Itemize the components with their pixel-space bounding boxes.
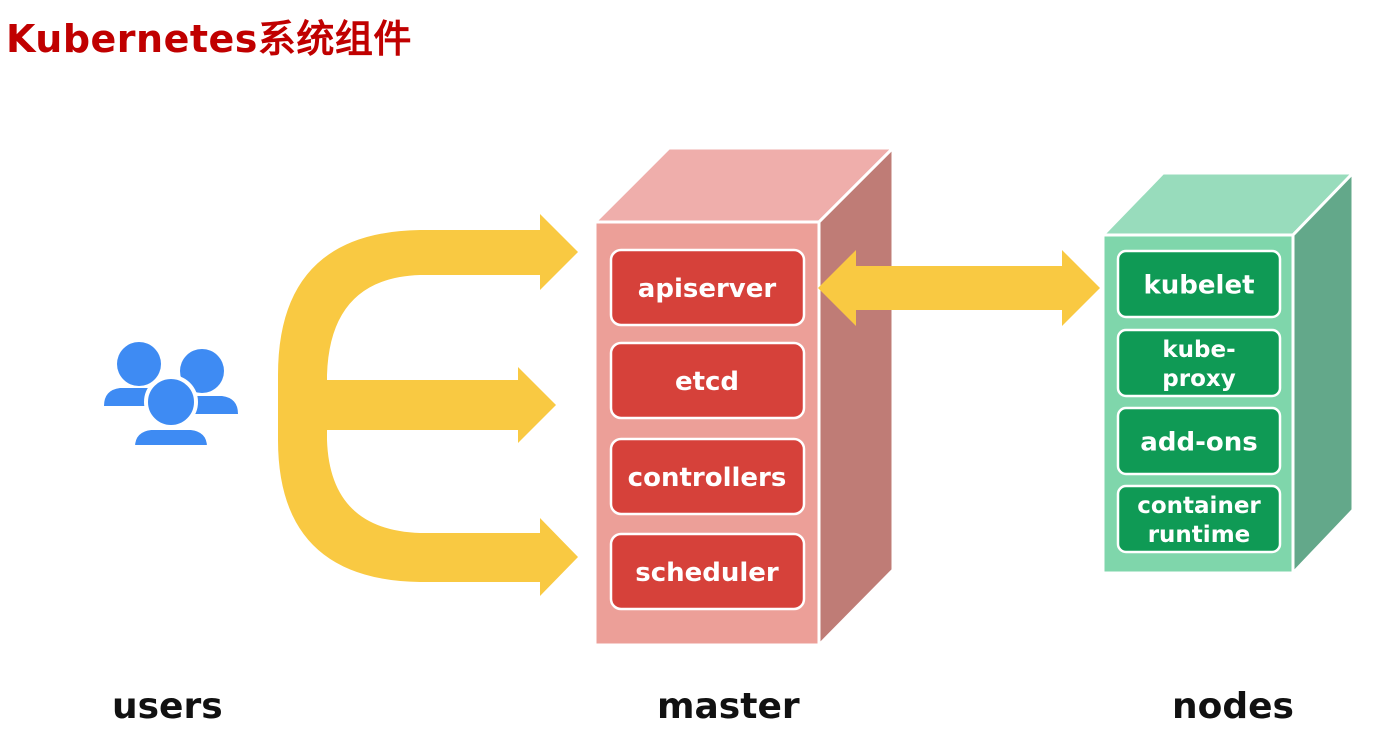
node-component-box [1116,249,1282,319]
arrow-middle [278,367,556,443]
users-to-master-arrows [278,214,578,596]
page-title: Kubernetes系统组件 [6,17,412,61]
master-component-apiserver: apiserver [609,248,806,327]
node-component-kube-proxy: kube-proxy [1116,328,1282,398]
node-component-label: proxy [1162,366,1235,392]
node-component-label: add-ons [1140,427,1257,457]
arrow-bottom [278,400,578,596]
master-component-label: etcd [675,367,739,397]
master-component-box [609,532,806,611]
node-component-kubelet: kubelet [1116,249,1282,319]
master-component-box [609,437,806,516]
master-component-label: controllers [628,463,787,493]
node-component-label: container [1137,493,1261,519]
user-head-right [180,349,224,393]
user-head-left [117,342,161,386]
node-component-box [1116,328,1282,398]
arrow-top [278,214,578,415]
master-component-box [609,248,806,327]
node-component-label: kubelet [1143,270,1254,300]
master-component-scheduler: scheduler [609,532,806,611]
node-component-box [1116,406,1282,476]
node-component-add-ons: add-ons [1116,406,1282,476]
user-body-center [130,426,212,449]
user-head-center [144,375,198,429]
users-label: users [112,686,223,727]
master-component-label: apiserver [638,274,777,304]
master-component-etcd: etcd [609,341,806,420]
master-box: apiserver etcd controllers scheduler [591,144,897,649]
master-component-box [609,341,806,420]
master-side-face [817,144,895,649]
nodes-label: nodes [1172,686,1294,727]
node-component-label: kube- [1162,337,1235,363]
nodes-box: kubelet kube-proxy add-ons container runtime [1099,169,1357,577]
master-component-controllers: controllers [609,437,806,516]
master-component-label: scheduler [635,558,779,588]
master-label: master [657,686,800,727]
node-component-box [1116,484,1282,554]
users-icon [104,342,238,449]
master-nodes-double-arrow [818,250,1100,326]
nodes-side-face [1291,169,1355,577]
node-component-containerruntime: container runtime [1116,484,1282,554]
node-component-label: runtime [1148,522,1251,548]
